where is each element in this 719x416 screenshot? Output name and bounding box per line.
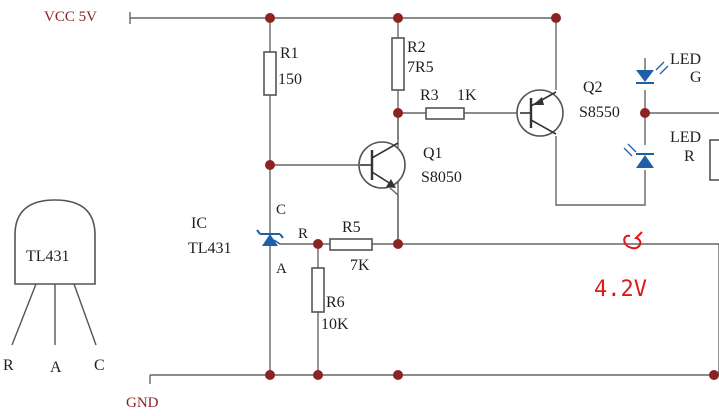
package-pin-c: C — [94, 357, 105, 374]
q1-name: Q1 — [423, 145, 443, 162]
ic-pin-a: A — [276, 261, 287, 277]
package-pin-r: R — [3, 357, 14, 374]
ic-pin-r: R — [298, 226, 308, 242]
voltage-annotation: 4.2V — [594, 231, 647, 302]
r6-name: R6 — [326, 294, 345, 311]
led-g-color: G — [690, 69, 702, 86]
vcc-label: VCC 5V — [44, 9, 97, 25]
resistor-r6: R6 10K — [311, 267, 349, 333]
r1-name: R1 — [280, 45, 299, 62]
package-pin-a: A — [50, 359, 62, 376]
q2-collector-wire — [555, 136, 646, 206]
ic-name: IC — [191, 215, 207, 232]
r3-value: 1K — [457, 87, 477, 104]
resistor-r5: R5 7K — [329, 219, 373, 274]
junction-dots — [265, 13, 719, 380]
gnd-label: GND — [126, 395, 159, 411]
tl431-package: TL431 R A C — [3, 199, 105, 376]
package-leads — [11, 283, 97, 346]
r5-value: 7K — [350, 257, 370, 274]
package-label: TL431 — [26, 248, 70, 265]
resistor-r2: R2 7R5 — [391, 37, 434, 91]
r3-name: R3 — [420, 87, 439, 104]
resistor-r1: R1 150 — [263, 45, 302, 96]
r6-value: 10K — [321, 316, 349, 333]
resistor-right-partial — [709, 139, 719, 181]
led-red: LED R — [623, 129, 701, 168]
resistor-r3: R3 1K — [420, 87, 477, 120]
gnd-rail-wire — [149, 374, 719, 384]
transistor-q1: Q1 S8050 — [358, 141, 462, 189]
r2-name: R2 — [407, 39, 426, 56]
vcc-rail-wire — [129, 12, 557, 58]
led-r-name: LED — [670, 129, 701, 146]
led-column-wire — [555, 58, 646, 145]
probe-scribble-icon — [623, 231, 643, 250]
r2-value: 7R5 — [407, 59, 434, 76]
led-green: LED G — [636, 51, 702, 86]
ic-pin-c: C — [276, 202, 286, 218]
q2-value: S8550 — [579, 104, 620, 121]
ic-value: TL431 — [188, 240, 232, 257]
package-body — [14, 199, 96, 285]
r1-value: 150 — [278, 71, 302, 88]
voltage-reading: 4.2V — [594, 277, 647, 302]
q2-name: Q2 — [583, 79, 603, 96]
led-r-color: R — [684, 148, 695, 165]
tl431-ic: IC TL431 C R A — [188, 202, 308, 277]
q1-value: S8050 — [421, 169, 462, 186]
r5-name: R5 — [342, 219, 361, 236]
transistor-q2: Q2 S8550 — [516, 79, 620, 137]
led-g-name: LED — [670, 51, 701, 68]
